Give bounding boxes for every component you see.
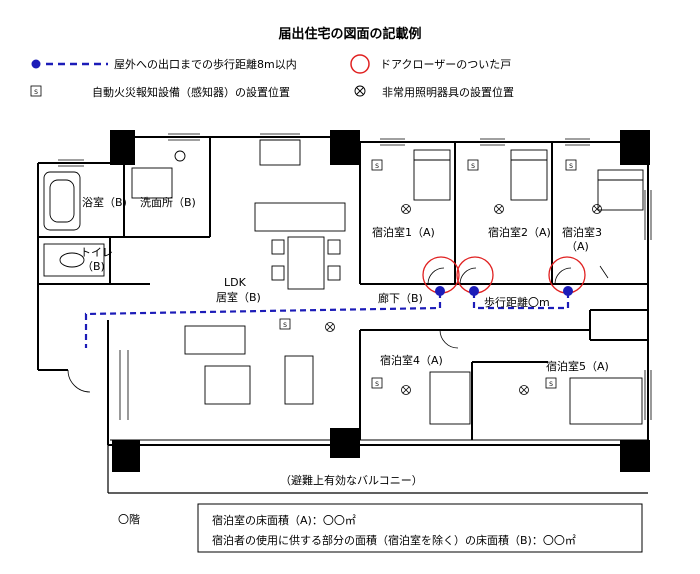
- legend-door-closer: ドアクローザーのついた戸: [380, 58, 511, 71]
- columns: [110, 130, 650, 472]
- emergency-light-room4: [401, 385, 411, 395]
- door-closer-marks: [422, 256, 586, 294]
- sofa: [184, 325, 246, 355]
- legend-evac: 屋外への出口までの歩行距離8m以内: [114, 57, 297, 71]
- label-guest3-1: 宿泊室3: [562, 225, 602, 239]
- label-toilet-1: トイレ: [80, 246, 113, 259]
- smoke-detectors: S S S S S S: [279, 159, 577, 389]
- emergency-lights: [325, 204, 602, 395]
- svg-text:S: S: [34, 89, 38, 96]
- evac-dot-icon: [31, 59, 41, 69]
- label-washroom: 洗面所（B): [140, 196, 196, 209]
- label-guest5: 宿泊室5（A): [546, 359, 609, 373]
- smoke-detector-room3: S: [565, 159, 577, 171]
- emergency-light-room3: [592, 204, 602, 214]
- svg-text:S: S: [549, 381, 553, 388]
- door-swings: [67, 265, 609, 393]
- dining-table: [287, 236, 325, 290]
- page-title: 届出住宅の図面の記載例: [278, 26, 421, 42]
- walls: [37, 136, 649, 494]
- emergency-light-room1: [401, 204, 411, 214]
- smoke-detector-room4: S: [371, 377, 383, 389]
- emergency-light-icon: [354, 85, 366, 97]
- bed-5: [569, 377, 643, 425]
- emergency-light-room2: [494, 204, 504, 214]
- legend-emergency-light: 非常用照明器具の設置位置: [382, 85, 514, 99]
- evac-start-room3: [563, 286, 573, 296]
- fixtures: [43, 139, 644, 425]
- label-corridor: 廊下（B): [378, 291, 423, 305]
- toilet-icon: [43, 243, 105, 277]
- label-walk-distance: 歩行距離〇m: [484, 295, 550, 309]
- svg-text:S: S: [569, 163, 573, 170]
- smoke-detector-room5: S: [545, 377, 557, 389]
- legend-smoke-detector: 自動火災報知設備（感知器）の設置位置: [92, 85, 290, 99]
- evac-start-room2: [469, 286, 479, 296]
- kitchen-counter: [254, 202, 346, 232]
- area-line-1: 宿泊室の床面積（A)：〇〇㎡: [212, 513, 356, 527]
- floor-label: 〇階: [118, 512, 140, 526]
- label-balcony: （避難上有効なバルコニー）: [280, 473, 423, 487]
- door-closer-icon: [350, 54, 370, 74]
- evac-start-room1: [435, 286, 445, 296]
- smoke-detector-ldk: S: [279, 318, 291, 330]
- svg-text:S: S: [375, 381, 379, 388]
- emergency-light-room5: [519, 385, 529, 395]
- smoke-detector-icon: [30, 85, 42, 97]
- smoke-detector-room2: S: [467, 159, 479, 171]
- area-box: [197, 503, 643, 553]
- area-line-2: 宿泊者の使用に供する部分の面積（宿泊室を除く）の床面積（B)：〇〇㎡: [212, 533, 576, 547]
- label-bath: 浴室（B): [82, 195, 127, 209]
- label-ldk-2: 居室（B): [216, 290, 261, 304]
- armchair: [284, 355, 314, 405]
- washbasin-icon: [131, 167, 173, 199]
- evac-path: [84, 286, 573, 348]
- label-toilet-2: （B): [82, 260, 105, 273]
- bed-2: [510, 149, 548, 201]
- label-ldk-1: LDK: [224, 276, 247, 289]
- label-guest1: 宿泊室1（A): [372, 225, 435, 239]
- bed-1: [413, 149, 451, 201]
- smoke-detector-room1: S: [371, 159, 383, 171]
- legend: 屋外への出口までの歩行距離8m以内 ドアクローザーのついた戸 S 自動火災報知設…: [30, 54, 514, 99]
- label-guest3-2: （A): [566, 240, 589, 253]
- label-guest2: 宿泊室2（A): [488, 225, 551, 239]
- bed-3: [597, 169, 644, 211]
- svg-text:S: S: [471, 163, 475, 170]
- svg-text:S: S: [375, 163, 379, 170]
- bed-4: [429, 371, 471, 425]
- emergency-light-ldk: [325, 322, 335, 332]
- svg-text:S: S: [283, 322, 287, 329]
- label-guest4: 宿泊室4（A): [380, 353, 443, 367]
- windows: [58, 133, 652, 420]
- bathtub-icon: [43, 171, 81, 231]
- coffee-table: [204, 365, 251, 405]
